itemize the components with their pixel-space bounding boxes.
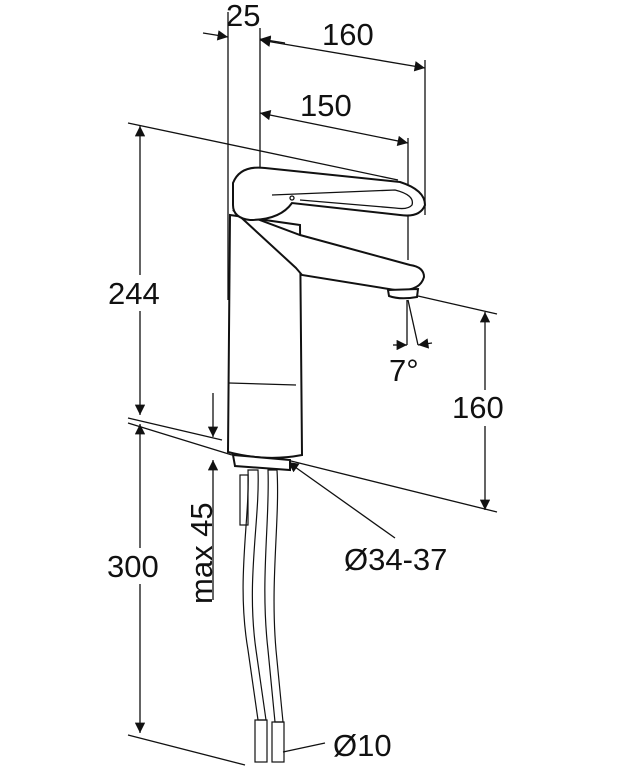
hoses bbox=[231, 453, 291, 763]
dim-hole-diameter-label: Ø34-37 bbox=[344, 542, 447, 577]
dimension-lines bbox=[134, 30, 491, 753]
dim-deck-thickness-label: max 45 bbox=[184, 502, 219, 604]
extension-lines bbox=[127, 12, 498, 766]
dim-hose-diameter-label: Ø10 bbox=[333, 728, 392, 763]
dim-spout-angle-label: 7° bbox=[389, 353, 419, 388]
dim-lever-reach-label: 160 bbox=[322, 17, 374, 52]
dim-offset-top-label: 25 bbox=[226, 0, 260, 33]
dim-spout-clearance-label: 160 bbox=[452, 390, 504, 425]
dim-hose-length-label: 300 bbox=[107, 549, 159, 584]
faucet-body bbox=[226, 166, 427, 459]
dim-spout-reach-label: 150 bbox=[300, 88, 352, 123]
dim-total-height-label: 244 bbox=[108, 276, 160, 311]
